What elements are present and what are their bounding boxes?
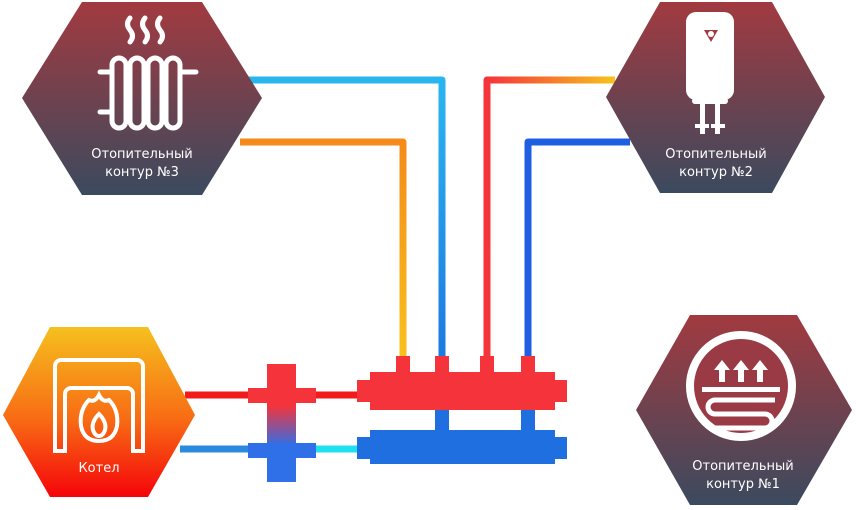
contour2-label-line1: Отопительный — [665, 147, 767, 162]
contour1-label-line2: контур №1 — [706, 477, 780, 492]
pipe-contour2-supply — [483, 76, 615, 362]
contour1-label: Отопительный контур №1 — [673, 458, 813, 494]
return-manifold — [357, 410, 567, 464]
pipe-contour3-return — [248, 76, 446, 362]
contour2-label: Отопительный контур №2 — [646, 146, 786, 182]
contour3-label-line2: контур №3 — [105, 165, 179, 180]
pipe-contour3-supply — [240, 138, 407, 362]
contour2-label-line2: контур №2 — [679, 165, 753, 180]
boiler-icon — [53, 358, 145, 453]
contour1-label-line1: Отопительный — [692, 459, 794, 474]
boiler-label: Котел — [78, 461, 120, 476]
contour3-label: Отопительный контур №3 — [72, 146, 212, 182]
pipes — [180, 76, 650, 453]
hydraulic-separator — [248, 364, 316, 482]
pipe-contour2-return — [524, 138, 630, 362]
underfloor-heating-icon — [686, 331, 796, 441]
contour3-label-line1: Отопительный — [91, 147, 193, 162]
supply-manifold — [357, 356, 567, 410]
water-heater-icon — [686, 12, 734, 134]
radiator-icon — [97, 15, 199, 131]
